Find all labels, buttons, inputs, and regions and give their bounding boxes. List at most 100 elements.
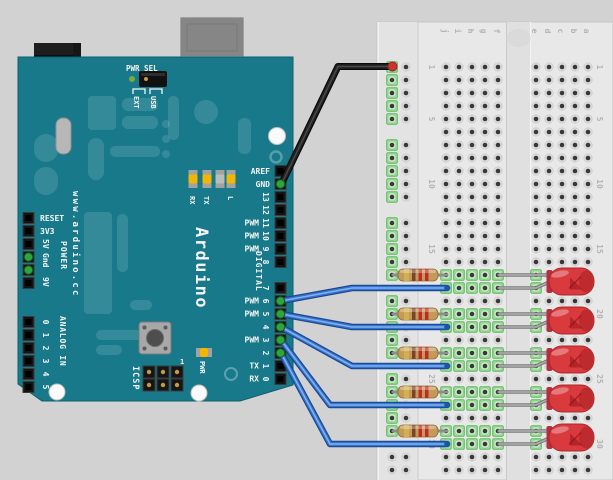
breadboard-hole-center — [403, 259, 409, 265]
breadboard-hole-center — [572, 220, 578, 226]
jumper-wire-pin2[interactable] — [277, 349, 451, 448]
led-red[interactable] — [546, 384, 595, 413]
breadboard-hole-center — [559, 181, 565, 187]
pin-hole — [25, 332, 32, 338]
breadboard-hole-center — [403, 454, 409, 460]
breadboard-hole-center — [389, 337, 395, 343]
breadboard-hole-center — [495, 298, 501, 304]
breadboard-hole-center — [443, 337, 449, 343]
wire-endpoints — [275, 61, 450, 447]
breadboard-hole-center — [389, 233, 395, 239]
breadboard-hole-center — [559, 246, 565, 252]
connected-pin-dot — [23, 265, 34, 275]
breadboard-hole-center — [559, 103, 565, 109]
breadboard-hole-center — [469, 168, 475, 174]
status-led-label: L — [226, 196, 234, 200]
led-red[interactable] — [546, 267, 595, 296]
column-label: h — [466, 29, 475, 34]
led-red[interactable] — [546, 423, 595, 452]
jumper-wire-pin4[interactable] — [277, 323, 451, 370]
resistor-band-red — [418, 269, 422, 281]
led-pad — [202, 183, 212, 188]
led-red[interactable] — [546, 345, 595, 374]
ext-label: EXT — [132, 96, 140, 109]
column-label: d — [543, 29, 552, 34]
icsp-pin-center — [146, 382, 152, 388]
breadboard-hole-center — [456, 155, 462, 161]
breadboard-hole-center — [533, 415, 539, 421]
channel-notch — [506, 29, 531, 47]
resistor-band-red — [425, 386, 429, 398]
breadboard-hole-center — [495, 376, 501, 382]
breadboard-hole-center — [585, 90, 591, 96]
led-pad — [188, 183, 198, 188]
breadboard-hole-center — [456, 272, 462, 278]
logo-ring — [224, 367, 238, 381]
resistor[interactable] — [391, 385, 449, 399]
icsp-pin-center — [146, 369, 152, 375]
digital-header-title: DIGITAL — [254, 251, 263, 292]
breadboard-hole-center — [469, 350, 475, 356]
breadboard-hole-center — [456, 415, 462, 421]
breadboard-hole-center — [389, 298, 395, 304]
tx-label: TX — [249, 362, 259, 371]
pwr-sel-jumper[interactable]: PWR SEL EXT USB — [126, 64, 167, 109]
breadboard-hole-center — [572, 337, 578, 343]
breadboard-hole-center — [546, 259, 552, 265]
jumper-wire-pin6[interactable] — [277, 284, 451, 305]
breadboard-hole-center — [469, 181, 475, 187]
ext-bracket — [132, 88, 146, 94]
reset-button[interactable] — [138, 321, 172, 355]
resistor[interactable] — [391, 346, 449, 360]
digital-pin-label: 0 — [261, 377, 270, 382]
center-channel — [506, 22, 531, 480]
led-fold — [570, 433, 583, 446]
breadboard-hole-center — [572, 168, 578, 174]
resistor[interactable] — [391, 424, 449, 438]
resistor[interactable] — [391, 268, 449, 282]
resistor[interactable] — [391, 307, 449, 321]
wire-highlight — [280, 326, 448, 367]
breadboard-hole-center — [456, 363, 462, 369]
breadboard-hole-center — [559, 467, 565, 473]
breadboard-hole-center — [546, 90, 552, 96]
breadboard-hole-center — [456, 103, 462, 109]
digital-pin-label: 7 — [261, 286, 270, 291]
wire-end-cap — [444, 363, 450, 369]
breadboard-hole-center — [456, 142, 462, 148]
row-number: 5 — [595, 117, 604, 122]
resistor-band-red — [425, 308, 429, 320]
breadboard-hole-center — [469, 259, 475, 265]
analog-pin-label: 2 — [41, 346, 50, 351]
jumper-wire-pin3[interactable] — [277, 336, 451, 409]
breadboard-hole-center — [482, 285, 488, 291]
breadboard-hole-center — [456, 402, 462, 408]
breadboard-hole-center — [403, 233, 409, 239]
breadboard-hole-center — [469, 103, 475, 109]
breadboard-hole-center — [443, 415, 449, 421]
arduino-board[interactable]: PWR SEL EXT USB ICSP 1 Arduino www.ardui… — [17, 17, 294, 402]
breadboard-hole-center — [443, 116, 449, 122]
digital-pin-label: 12 — [261, 205, 270, 215]
led-red[interactable] — [546, 306, 595, 335]
jumper-wire-pin5[interactable] — [277, 310, 451, 331]
power-pin-label: Gnd — [41, 253, 50, 268]
breadboard-hole-center — [495, 103, 501, 109]
breadboard-hole-center — [443, 181, 449, 187]
breadboard-hole-center — [469, 441, 475, 447]
breadboard-hole-center — [443, 194, 449, 200]
pin-hole — [25, 280, 32, 286]
resistor-band-gold — [404, 425, 409, 437]
row-number: 1 — [595, 65, 604, 70]
breadboard-hole-center — [456, 454, 462, 460]
breadboard-hole-center — [495, 64, 501, 70]
breadboard-hole-center — [482, 363, 488, 369]
led-fold-line — [568, 353, 582, 368]
breadboard-hole-center — [389, 194, 395, 200]
breadboard-hole-center — [559, 194, 565, 200]
breadboard-hole-center — [559, 64, 565, 70]
rail-endpoint-red[interactable] — [387, 61, 398, 72]
ground-wire[interactable] — [277, 63, 396, 189]
breadboard-hole-center — [443, 90, 449, 96]
digital-pin-label: 4 — [261, 325, 270, 330]
